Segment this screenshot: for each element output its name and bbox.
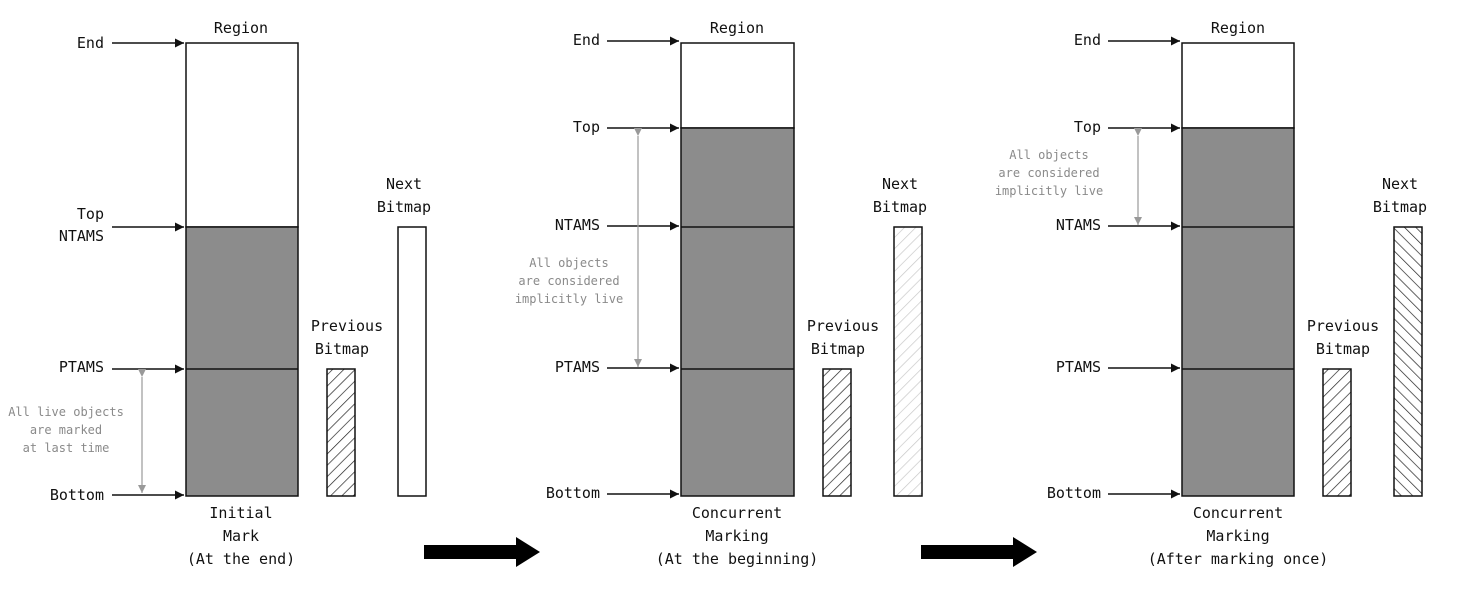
region-free-space: [185, 42, 299, 228]
previous-bitmap-label-2: Bitmap: [811, 340, 865, 358]
stage-initial-mark: Region End Top NTAMS PTAMS Bottom All li…: [8, 19, 431, 568]
previous-bitmap: [822, 368, 852, 497]
note-line-1: All objects: [529, 256, 608, 270]
next-bitmap-label: Next: [386, 175, 422, 193]
ntams-label: NTAMS: [555, 216, 600, 234]
note-line-3: implicitly live: [995, 184, 1103, 198]
region-label: Region: [710, 19, 764, 37]
end-label: End: [1074, 31, 1101, 49]
caption-line-1: Concurrent: [1193, 504, 1283, 522]
bottom-label: Bottom: [50, 486, 104, 504]
region-allocated-space: [680, 127, 795, 497]
previous-bitmap: [326, 368, 356, 497]
next-bitmap-label-2: Bitmap: [1373, 198, 1427, 216]
ntams-label: NTAMS: [59, 227, 104, 245]
note-line-2: are considered: [998, 166, 1099, 180]
note-line-1: All objects: [1009, 148, 1088, 162]
note-line-1: All live objects: [8, 405, 124, 419]
previous-bitmap: [1322, 368, 1352, 497]
previous-bitmap-label: Previous: [1307, 317, 1379, 335]
note-line-3: implicitly live: [515, 292, 623, 306]
region-label: Region: [214, 19, 268, 37]
next-bitmap-label-2: Bitmap: [377, 198, 431, 216]
previous-bitmap-label-2: Bitmap: [315, 340, 369, 358]
caption-line-3: (After marking once): [1148, 550, 1329, 568]
bottom-label: Bottom: [1047, 484, 1101, 502]
next-bitmap: [893, 226, 923, 497]
caption-line-2: Mark: [223, 527, 259, 545]
region-free-space: [1181, 42, 1295, 129]
previous-bitmap-label-2: Bitmap: [1316, 340, 1370, 358]
stage-concurrent-marking-after-once: Region End Top NTAMS PTAMS Bottom All ob…: [995, 19, 1427, 568]
end-label: End: [573, 31, 600, 49]
top-label: Top: [1074, 118, 1101, 136]
region-allocated-space: [1181, 127, 1295, 497]
region-label: Region: [1211, 19, 1265, 37]
next-bitmap-label: Next: [1382, 175, 1418, 193]
next-bitmap: [1393, 226, 1423, 497]
transition-arrow-2: [921, 537, 1037, 567]
ntams-label: NTAMS: [1056, 216, 1101, 234]
note-line-3: at last time: [23, 441, 110, 455]
caption-line-3: (At the end): [187, 550, 295, 568]
transition-arrow-1: [424, 537, 540, 567]
next-bitmap: [397, 226, 427, 497]
ptams-label: PTAMS: [1056, 358, 1101, 376]
top-label: Top: [573, 118, 600, 136]
bottom-label: Bottom: [546, 484, 600, 502]
end-label: End: [77, 34, 104, 52]
ptams-label: PTAMS: [555, 358, 600, 376]
stage-concurrent-marking-beginning: Region End Top NTAMS PTAMS Bottom All ob…: [515, 19, 927, 568]
next-bitmap-label-2: Bitmap: [873, 198, 927, 216]
previous-bitmap-label: Previous: [311, 317, 383, 335]
top-label: Top: [77, 205, 104, 223]
ptams-label: PTAMS: [59, 358, 104, 376]
caption-line-1: Concurrent: [692, 504, 782, 522]
note-line-2: are marked: [30, 423, 102, 437]
caption-line-3: (At the beginning): [656, 550, 819, 568]
region-free-space: [680, 42, 795, 129]
caption-line-2: Marking: [1206, 527, 1269, 545]
caption-line-2: Marking: [705, 527, 768, 545]
caption-line-1: Initial: [209, 504, 272, 522]
region-allocated-space: [185, 226, 299, 497]
previous-bitmap-label: Previous: [807, 317, 879, 335]
next-bitmap-label: Next: [882, 175, 918, 193]
note-line-2: are considered: [518, 274, 619, 288]
